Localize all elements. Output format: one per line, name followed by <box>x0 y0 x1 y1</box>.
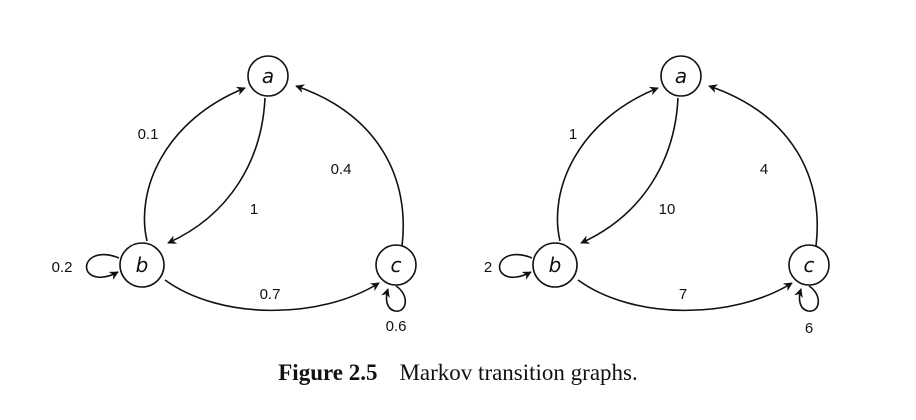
node-a-circle <box>660 55 702 97</box>
node-b-circle <box>532 242 578 288</box>
weight-b-loop: 2 <box>484 259 492 276</box>
graph-right: a b c 1 10 4 2 7 6 <box>484 55 830 337</box>
edge-b-self-loop <box>498 253 533 280</box>
node-b-label: b <box>549 253 562 277</box>
weight-c-to-a: 0.4 <box>331 161 352 178</box>
node-a-label: a <box>675 64 687 88</box>
figure-number: Figure 2.5 <box>278 360 378 385</box>
weight-c-to-a: 4 <box>760 161 768 178</box>
weight-b-to-a: 1 <box>569 126 577 143</box>
node-c-label: c <box>804 253 815 277</box>
edge-c-to-a <box>708 84 818 247</box>
weight-b-to-a: 0.1 <box>138 126 159 143</box>
node-c-circle <box>375 244 417 286</box>
weight-c-loop: 6 <box>805 320 813 337</box>
edge-b-to-c <box>577 279 793 312</box>
edge-c-self-loop <box>794 285 820 312</box>
edge-b-to-c <box>164 279 380 312</box>
node-c-circle <box>788 244 830 286</box>
weight-a-to-b: 1 <box>250 201 258 218</box>
weight-a-to-b: 10 <box>659 201 676 218</box>
edge-c-to-a <box>295 84 404 247</box>
weight-b-to-c: 7 <box>679 286 687 303</box>
edge-b-to-a <box>556 86 659 242</box>
weight-b-loop: 0.2 <box>52 259 73 276</box>
node-a-label: a <box>262 64 274 88</box>
graph-left: a b c 0.1 1 0.4 0.2 0.7 0.6 <box>52 55 417 335</box>
edge-a-to-b <box>580 97 679 244</box>
edge-b-to-a <box>143 86 246 242</box>
edge-a-to-b <box>167 97 266 244</box>
node-a-circle <box>247 55 289 97</box>
edge-c-self-loop <box>381 285 407 312</box>
weight-b-to-c: 0.7 <box>260 286 281 303</box>
edge-b-self-loop <box>85 253 120 280</box>
node-b-label: b <box>136 253 149 277</box>
figure-caption: Figure 2.5 Markov transition graphs. <box>0 360 916 386</box>
node-b-circle <box>119 242 165 288</box>
weight-c-loop: 0.6 <box>386 318 407 335</box>
figure-caption-text: Markov transition graphs. <box>399 360 638 385</box>
node-c-label: c <box>391 253 402 277</box>
